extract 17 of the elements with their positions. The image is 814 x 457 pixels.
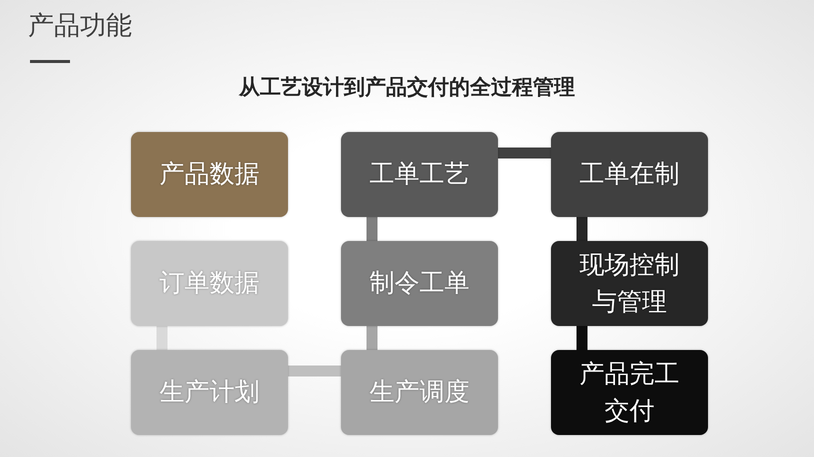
connector-bar: [576, 326, 588, 350]
connector-bar: [366, 326, 378, 350]
process-box: 生产调度: [341, 350, 498, 435]
page-heading: 产品功能: [28, 10, 132, 42]
process-box: 制令工单: [341, 241, 498, 326]
process-box: 产品完工交付: [551, 350, 708, 435]
diagram-title: 从工艺设计到产品交付的全过程管理: [238, 74, 576, 101]
process-box: 工单在制: [551, 132, 708, 217]
connector-bar: [576, 217, 588, 241]
process-box: 现场控制与管理: [551, 241, 708, 326]
process-box: 生产计划: [131, 350, 288, 435]
process-box: 产品数据: [131, 132, 288, 217]
connector-bar: [288, 366, 341, 376]
connector-bar: [498, 148, 551, 158]
connector-bar: [156, 326, 168, 350]
process-box: 工单工艺: [341, 132, 498, 217]
connector-bar: [366, 217, 378, 241]
